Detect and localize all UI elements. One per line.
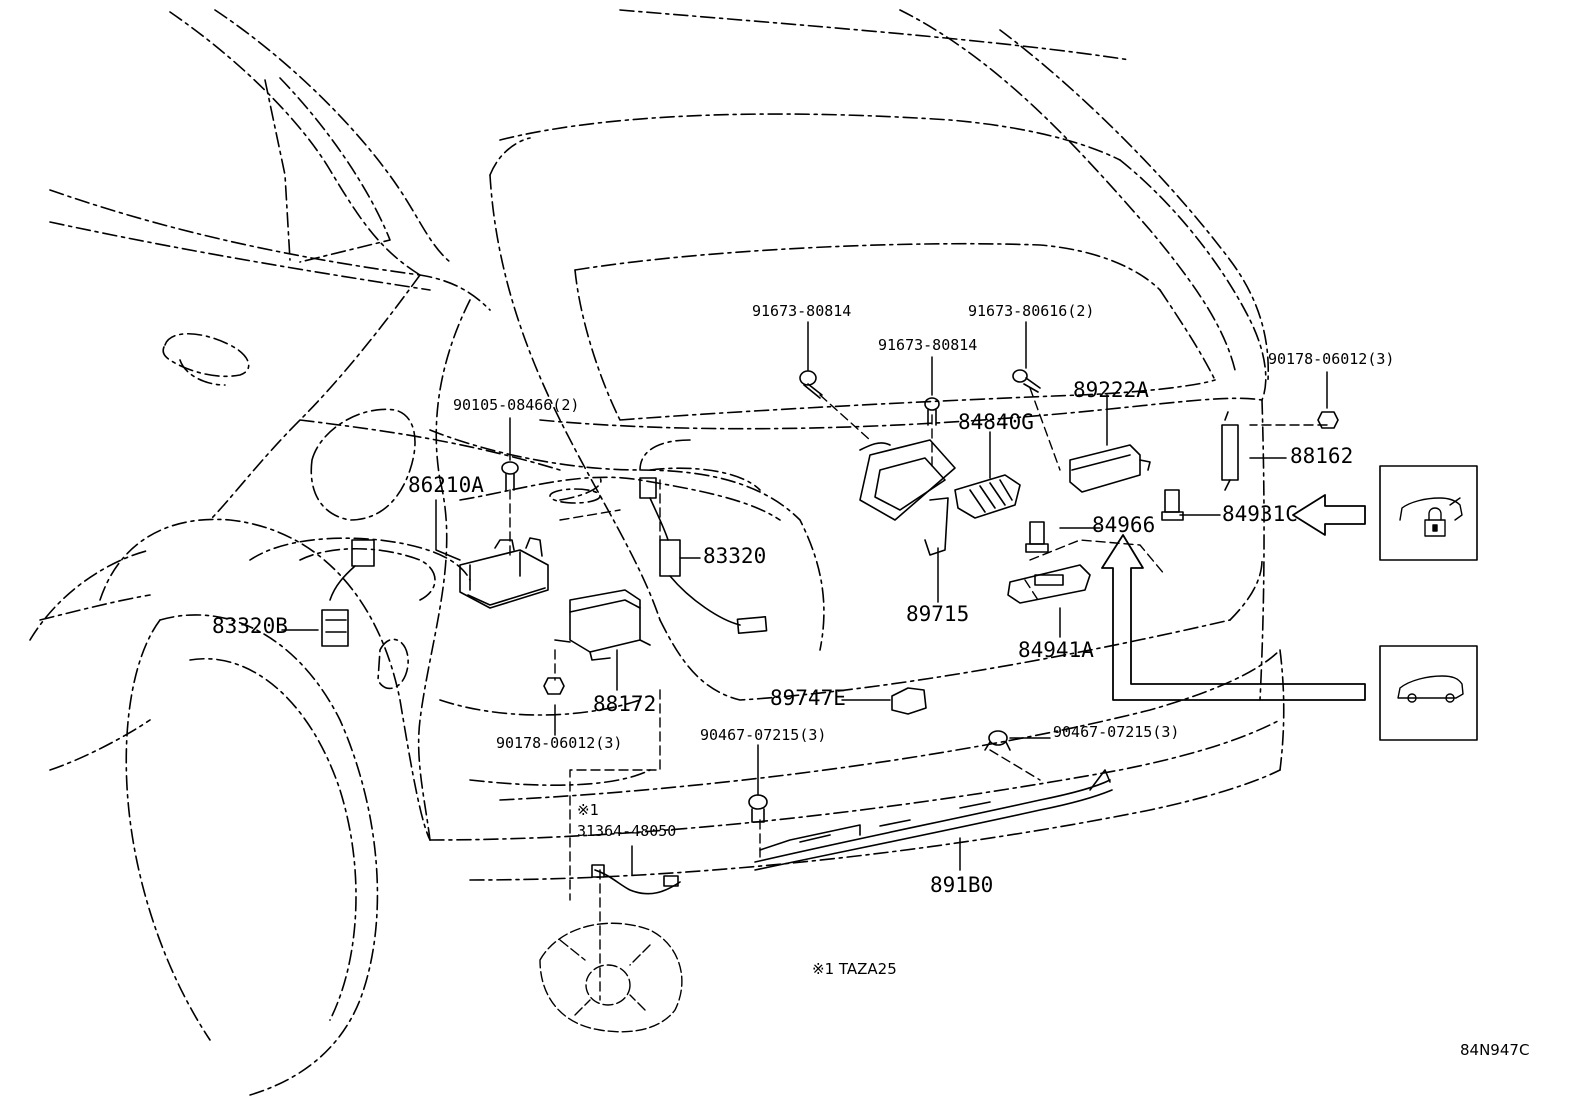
transmission-housing (539, 922, 683, 1033)
label-84931C: 84931C (1222, 502, 1298, 526)
label-91673-80814-a: 91673-80814 (752, 302, 852, 320)
bolt-91673-80814-a (799, 370, 823, 399)
component-891B0 (754, 769, 1113, 871)
label-91673-80814-b: 91673-80814 (878, 336, 978, 354)
label-88162: 88162 (1290, 444, 1354, 468)
component-31364-48050 (591, 864, 681, 895)
bolt-90105-08466 (501, 461, 519, 491)
nut-90178-06012-left (543, 677, 565, 695)
component-89222A (1069, 444, 1151, 493)
label-88172: 88172 (593, 692, 657, 716)
bolt-91673-80814-b (924, 397, 940, 426)
label-84840G: 84840G (958, 410, 1034, 434)
legend-box-bottom (1379, 645, 1478, 741)
label-89715: 89715 (906, 602, 970, 626)
component-86210A (459, 537, 549, 609)
car-body-outline (29, 9, 1285, 1096)
solid-leaders (281, 321, 1328, 876)
footnote: ※1 TAZA25 (812, 960, 897, 978)
label-90105-08466: 90105-08466(2) (453, 396, 580, 414)
diagram-id: 84N947C (1460, 1041, 1530, 1059)
component-88162 (1221, 411, 1239, 491)
clip-90467-07215-b (984, 730, 1011, 751)
label-31364-48050: 31364-48050 (577, 822, 677, 840)
label-91673-80616: 91673-80616(2) (968, 302, 1095, 320)
component-83320 (639, 477, 768, 634)
label-90467-07215-b: 90467-07215(3) (1053, 723, 1180, 741)
component-83320B (321, 539, 375, 647)
label-90467-07215-a: 90467-07215(3) (700, 726, 827, 744)
leader-lines (509, 387, 1328, 1001)
bolt-91673-80616 (1012, 369, 1041, 393)
label-90178-06012-right: 90178-06012(3) (1268, 350, 1395, 368)
label-84941A: 84941A (1018, 638, 1094, 662)
arrow-to-84966 (1101, 534, 1366, 701)
label-83320B: 83320B (212, 614, 288, 638)
label-note-mark: ※1 (577, 801, 599, 819)
component-89715 (859, 439, 956, 556)
vehicle-icon (1397, 675, 1464, 703)
label-84966: 84966 (1092, 513, 1156, 537)
component-88172 (554, 589, 651, 661)
component-84840G (954, 474, 1021, 519)
arrow-to-84931C (1292, 494, 1366, 536)
component-84941A (1007, 564, 1091, 604)
label-90178-06012-left: 90178-06012(3) (496, 734, 623, 752)
label-89222A: 89222A (1073, 378, 1149, 402)
label-89747E: 89747E (770, 686, 846, 710)
label-86210A: 86210A (408, 473, 484, 497)
nut-90178-06012-right (1317, 411, 1339, 429)
component-84966 (1025, 521, 1049, 553)
vehicle-with-lock-icon (1399, 497, 1463, 537)
component-84931C (1161, 489, 1184, 521)
clip-90467-07215-a (748, 794, 768, 823)
component-89747E (891, 687, 927, 715)
label-83320: 83320 (703, 544, 767, 568)
label-891B0: 891B0 (930, 873, 994, 897)
